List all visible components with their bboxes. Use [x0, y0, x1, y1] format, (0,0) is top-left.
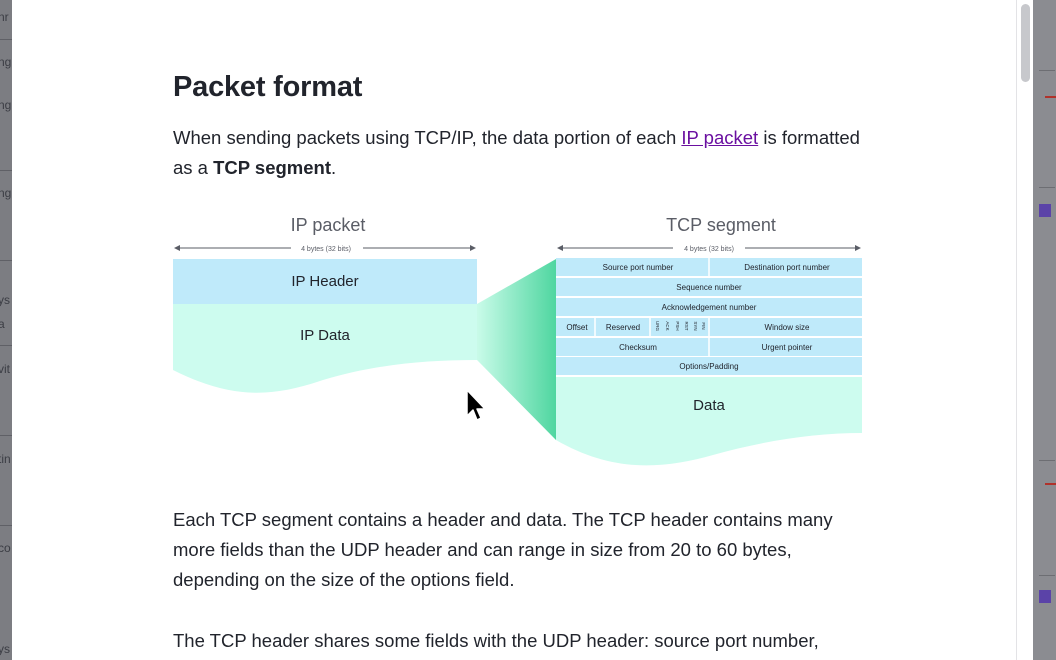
packet-format-diagram: IP packet 4 bytes (32 bits) IP Header IP… — [173, 215, 862, 466]
flag-psh: PSH — [675, 321, 680, 330]
mouse-pointer-icon — [466, 389, 486, 421]
flag-syn: SYN — [693, 321, 698, 330]
intro-text: . — [331, 157, 337, 178]
paragraph-tcp-header-size: Each TCP segment contains a header and d… — [173, 509, 833, 590]
tcp-flags: URG ACK PSH RST SYN FIN — [655, 321, 706, 331]
background-page-left: nr ng ng ng ys a vit tin co ys — [0, 0, 12, 660]
data-connector — [477, 259, 556, 440]
field-sequence-number: Sequence number — [676, 283, 742, 292]
label-backdrop — [291, 243, 363, 253]
ip-packet-title: IP packet — [291, 215, 366, 235]
field-window-size: Window size — [765, 323, 810, 332]
field-offset: Offset — [566, 323, 588, 332]
backdrop-text: a — [0, 317, 5, 331]
tcp-header-rows — [556, 258, 862, 375]
field-options-padding: Options/Padding — [679, 362, 738, 371]
field-reserved: Reserved — [606, 323, 640, 332]
ip-header-block — [173, 259, 477, 304]
intro-text: is formatted as a — [173, 127, 860, 178]
background-page-right — [1033, 0, 1056, 660]
backdrop-text: co — [0, 541, 11, 555]
flag-urg: URG — [655, 321, 660, 331]
backdrop-text: nr — [0, 10, 9, 24]
flag-fin: FIN — [701, 322, 706, 329]
intro-bold-term: TCP segment — [213, 157, 331, 178]
field-destination-port: Destination port number — [744, 263, 830, 272]
tcp-data-block — [556, 377, 862, 466]
scrollbar[interactable] — [1016, 0, 1033, 660]
label-backdrop — [673, 243, 745, 253]
backdrop-text: ys — [0, 642, 10, 656]
ip-packet-link[interactable]: IP packet — [681, 127, 759, 148]
backdrop-text: ng — [0, 55, 12, 69]
tcp-segment-title: TCP segment — [666, 215, 776, 235]
page-title: Packet format — [173, 71, 363, 103]
field-source-port: Source port number — [603, 263, 674, 272]
paragraph-shared-fields: The TCP header shares some fields with t… — [173, 630, 819, 651]
flag-ack: ACK — [665, 321, 670, 330]
tcp-width-label: 4 bytes (32 bits) — [684, 246, 734, 253]
tcp-data-label: Data — [693, 397, 725, 414]
ip-width-label: 4 bytes (32 bits) — [301, 246, 351, 253]
intro-text: When sending packets using TCP/IP, the d… — [173, 127, 682, 148]
field-urgent-pointer: Urgent pointer — [762, 343, 813, 352]
backdrop-text: tin — [0, 452, 11, 466]
ip-data-label: IP Data — [300, 327, 350, 344]
backdrop-text: vit — [0, 362, 10, 376]
backdrop-text: ys — [0, 293, 10, 307]
backdrop-text: ng — [0, 186, 12, 200]
field-checksum: Checksum — [619, 343, 657, 352]
scrollbar-thumb[interactable] — [1021, 4, 1030, 82]
intro-paragraph: When sending packets using TCP/IP, the d… — [173, 123, 863, 183]
backdrop-text: ng — [0, 98, 12, 112]
ip-data-block — [173, 304, 477, 393]
flag-rst: RST — [684, 322, 689, 331]
field-acknowledgement-number: Acknowledgement number — [662, 303, 757, 312]
ip-header-label: IP Header — [291, 273, 358, 290]
